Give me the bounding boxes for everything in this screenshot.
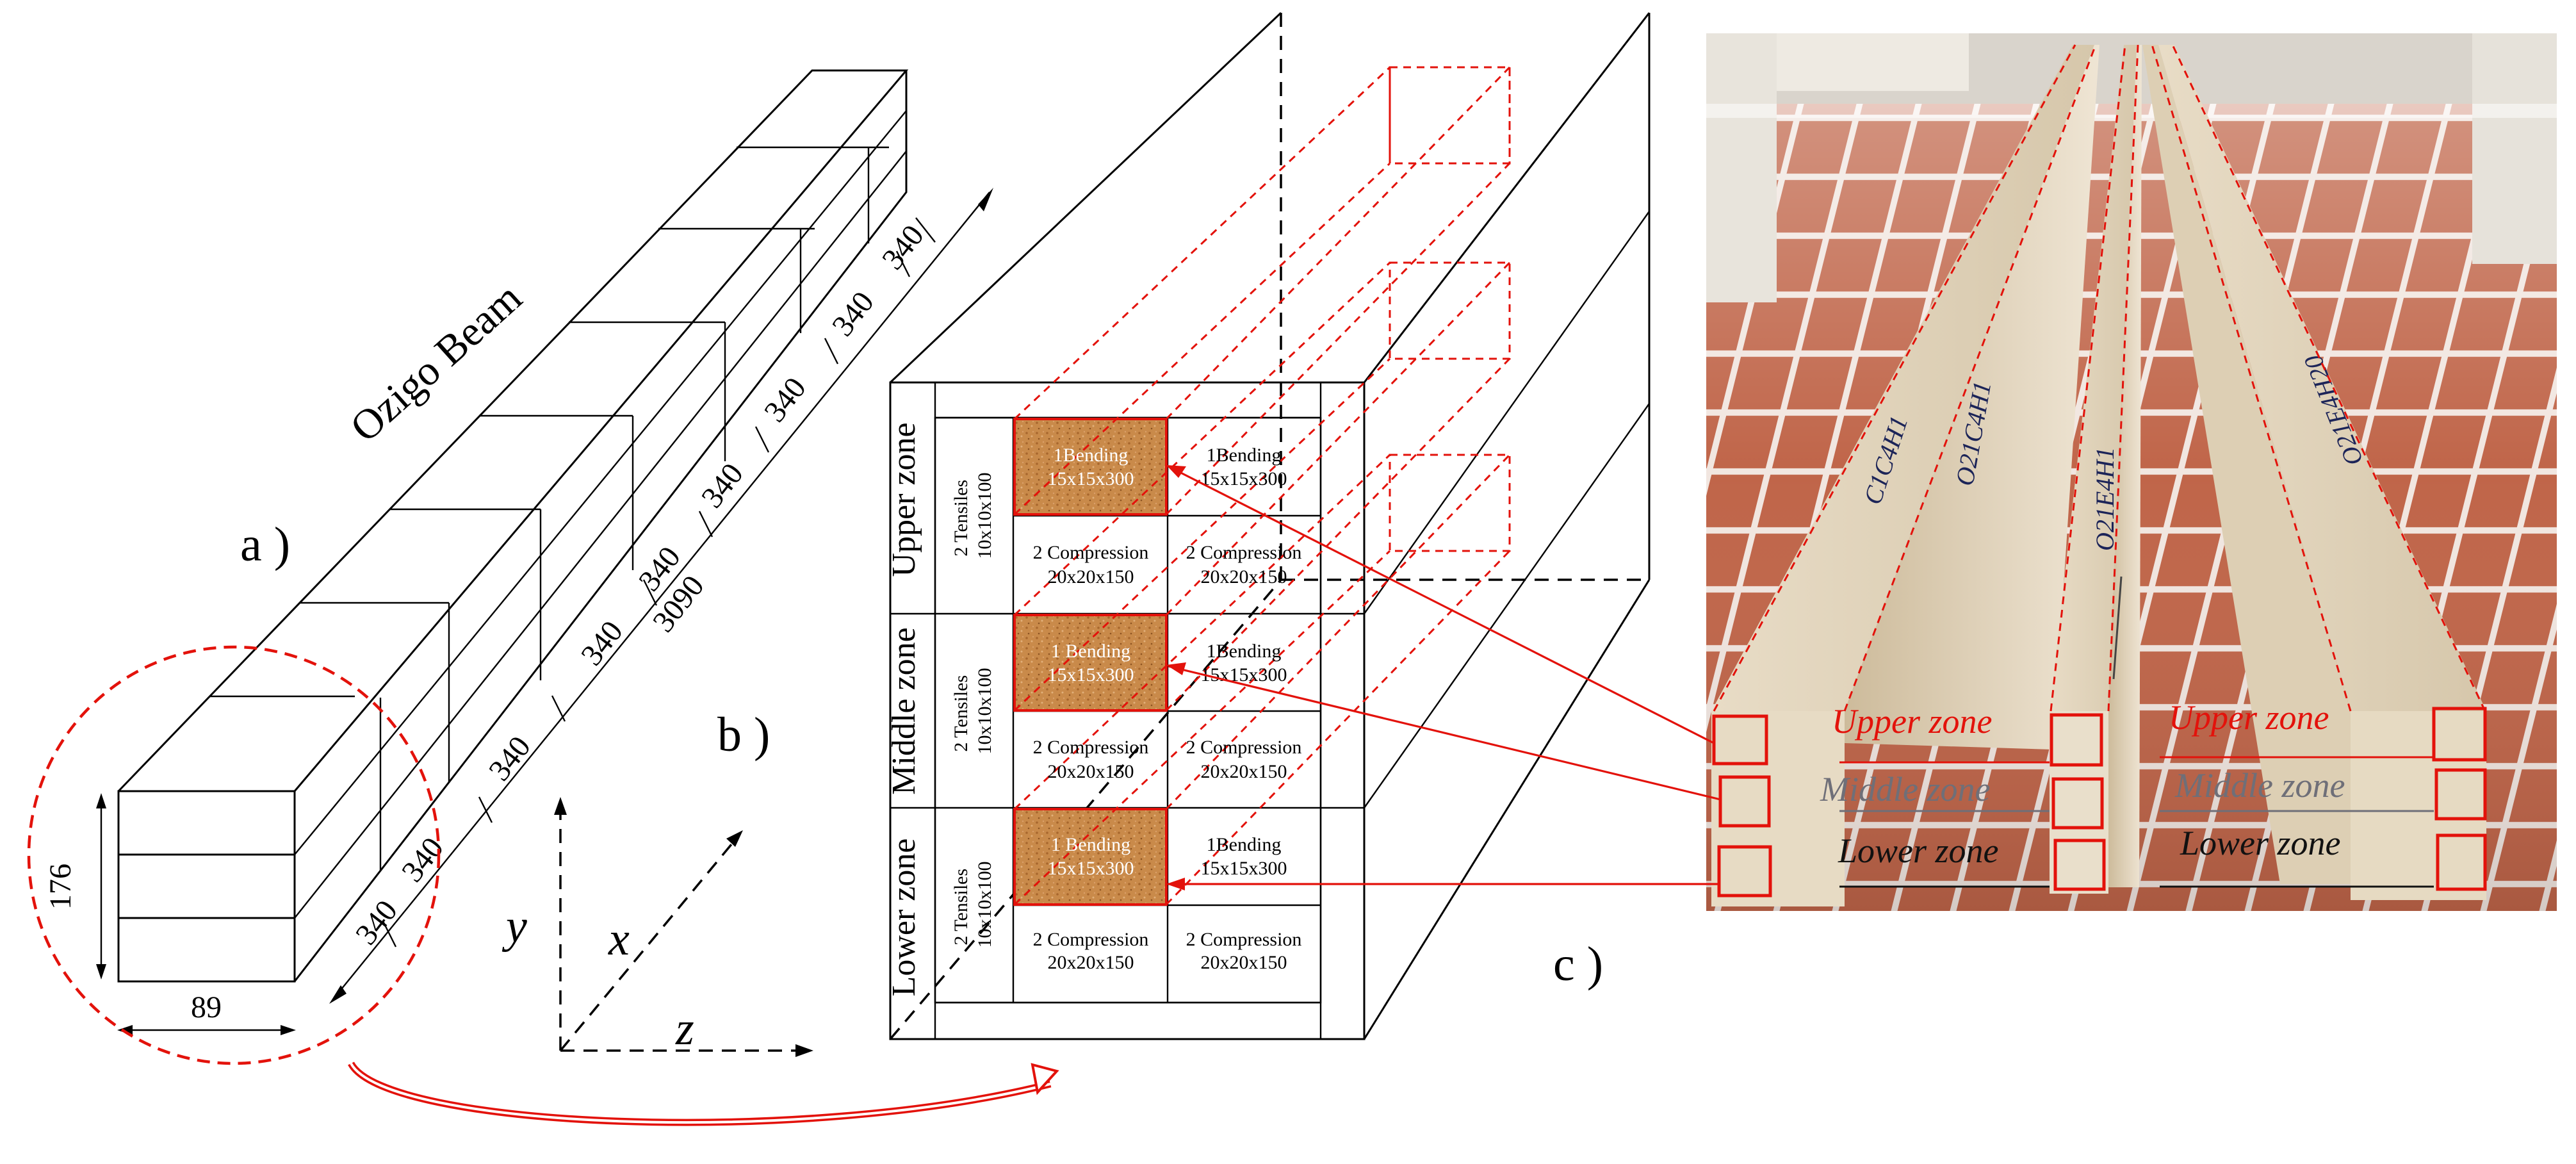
segment-label-8: 340 (826, 285, 881, 342)
photo-lower-zone-right: Lower zone (2180, 824, 2341, 862)
zone-label-upper: Upper zone (886, 422, 922, 577)
bending-sample-lower (1013, 808, 1168, 906)
segment-label-9: 340 (876, 218, 931, 275)
photo-sample-center-lower (2053, 839, 2106, 891)
beam-photo-right (2142, 45, 2486, 900)
photo-sample-left-lower (1717, 845, 1772, 898)
panel-b-label: b ) (717, 708, 770, 762)
photo-sample-right-middle (2434, 768, 2487, 821)
connector-lines (1166, 465, 1721, 890)
beam-title: Ozigo Beam (341, 274, 530, 451)
tensile-label-middle: 2 Tensiles 10x10x100 (950, 668, 995, 755)
photo-sample-left-upper (1712, 714, 1768, 766)
transfer-arrow (348, 1062, 1052, 1126)
panel-a-label: a ) (240, 518, 290, 571)
segment-label-3: 340 (482, 730, 537, 787)
photo-sample-center-upper (2050, 713, 2103, 767)
segment-label-4: 340 (575, 614, 630, 671)
beam-photo-left (1711, 45, 2099, 906)
bending-prisms (1013, 66, 1511, 906)
coordinate-axes: y x z b ) (501, 708, 813, 1057)
height-dimension: 176 (44, 793, 106, 980)
beam-marking-3: O21E4H1 (2091, 447, 2119, 551)
width-dimension: 89 (117, 990, 296, 1035)
zone-label-lower: Lower zone (886, 839, 922, 997)
cross-section-highlight (27, 645, 441, 1065)
beam-right-face (293, 70, 908, 982)
photo-sample-right-lower (2436, 833, 2487, 891)
beam-outline (117, 69, 909, 983)
height-dim-label: 176 (44, 864, 77, 910)
y-axis-label: y (501, 900, 527, 953)
length-dimension (329, 188, 993, 1004)
photo-sample-left-middle (1718, 775, 1771, 828)
x-axis-label: x (608, 913, 630, 965)
photo-upper-zone-left: Upper zone (1832, 702, 1992, 741)
panel-b-zone-cross-section: Upper zone Middle zone Lower zone 2 Tens… (886, 12, 1651, 1040)
photo-middle-zone-right: Middle zone (2174, 766, 2345, 805)
panel-c-label: c ) (1553, 937, 1603, 991)
bending-sample-middle (1013, 614, 1168, 712)
beam-front-face (117, 790, 296, 983)
panel-c-photo: C1C4H1 O21C4H1 O21E4H1 O21E4H20 (1706, 33, 2557, 911)
photo-middle-zone-left: Middle zone (1820, 770, 1990, 808)
photo-upper-zone-right: Upper zone (2169, 698, 2329, 737)
width-dim-label: 89 (191, 990, 222, 1024)
bending-sample-upper (1013, 418, 1168, 516)
tensile-label-lower: 2 Tensiles 10x10x100 (950, 862, 995, 948)
segment-label-1: 340 (349, 894, 404, 951)
photo-sample-center-middle (2051, 777, 2104, 830)
tensile-label-upper: 2 Tensiles 10x10x100 (950, 473, 995, 559)
z-axis-label: z (675, 1003, 694, 1055)
photo-sample-right-upper (2432, 707, 2487, 762)
beam-top-face (117, 69, 909, 792)
zone-label-middle: Middle zone (886, 627, 922, 794)
segment-label-6: 340 (695, 457, 750, 514)
photo-lower-zone-left: Lower zone (1838, 832, 1999, 870)
